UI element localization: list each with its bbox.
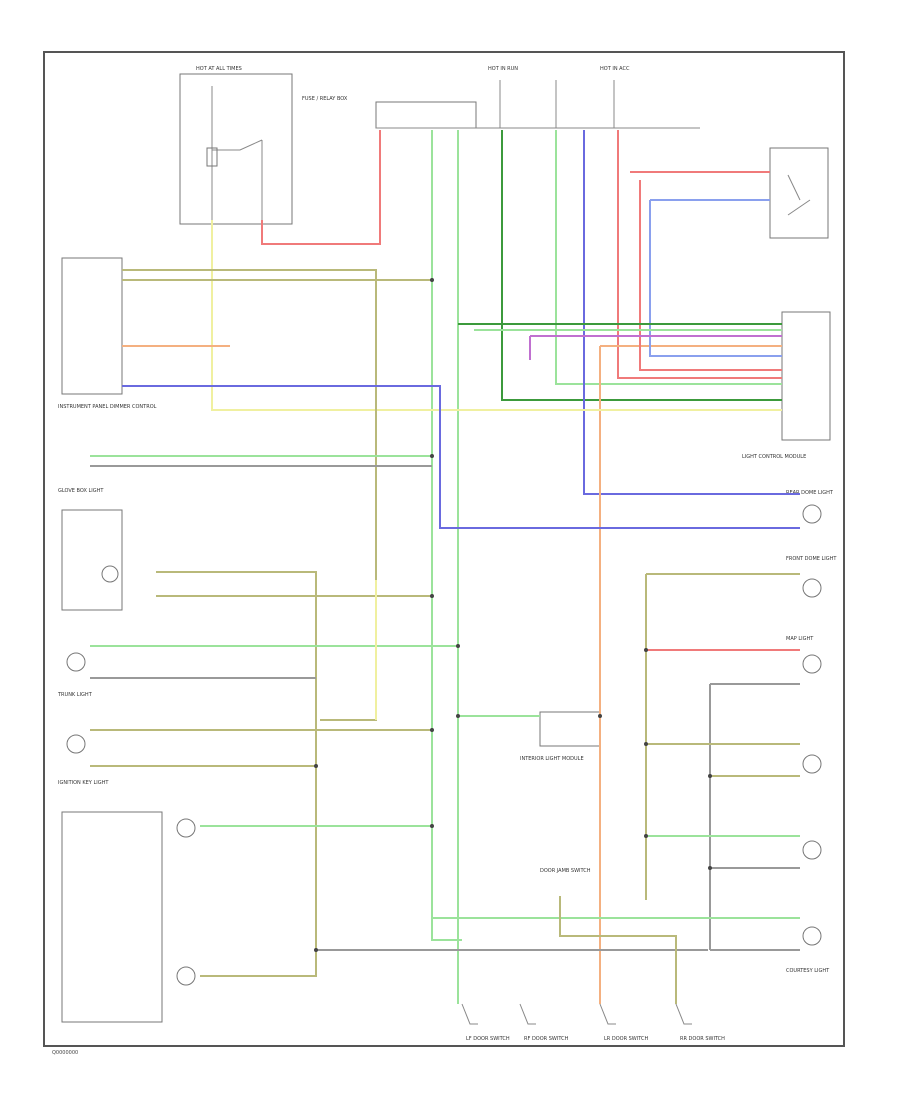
wire-gray xyxy=(709,683,800,950)
map-lamp xyxy=(802,654,822,674)
wire-olive xyxy=(122,269,377,721)
interior-light-module xyxy=(539,711,601,747)
label-glove-box-light: GLOVE BOX LIGHT xyxy=(58,488,104,494)
wire-blue xyxy=(122,385,800,529)
label-fuse-relay-box: FUSE / RELAY BOX xyxy=(302,96,348,102)
lr-door-switch xyxy=(599,1003,616,1025)
label-trunk-light: TRUNK LIGHT xyxy=(57,692,93,698)
wire-olive xyxy=(200,950,317,977)
wire-red xyxy=(617,130,782,379)
light-control-module-box xyxy=(781,311,831,441)
wire-dark-green xyxy=(501,130,782,401)
label-front-dome-light: FRONT DOME LIGHT xyxy=(786,556,837,562)
wire-green xyxy=(555,130,782,385)
junction-dots xyxy=(314,278,712,952)
wire-blue xyxy=(583,130,800,495)
wire-yellow xyxy=(211,220,782,411)
label-rf-door-switch: RF DOOR SWITCH xyxy=(524,1036,569,1042)
diagram-frame xyxy=(43,51,845,1047)
rf-door-switch xyxy=(519,1003,536,1025)
footer-label: Q0000000 xyxy=(52,1050,78,1056)
fuse-box-outline xyxy=(179,73,293,225)
wire-red xyxy=(261,130,381,245)
label-rr-door-switch: RR DOOR SWITCH xyxy=(680,1036,725,1042)
wire-red xyxy=(639,180,782,371)
label-lr-door-switch: LR DOOR SWITCH xyxy=(604,1036,648,1042)
rear-dome-lamp xyxy=(802,504,822,524)
label-hot-at-all-times: HOT AT ALL TIMES xyxy=(196,66,242,72)
dimmer-control-box xyxy=(61,257,123,395)
label-dimmer-control: INSTRUMENT PANEL DIMMER CONTROL xyxy=(58,404,157,410)
label-courtesy-light: COURTESY LIGHT xyxy=(786,968,830,974)
wire-olive xyxy=(559,896,677,1004)
label-hot-in-acc: HOT IN ACC xyxy=(600,66,630,72)
lf-door-switch xyxy=(461,1003,478,1025)
label-lf-door-switch: LF DOOR SWITCH xyxy=(466,1036,510,1042)
top-connector xyxy=(375,101,477,129)
label-interior-light-module: INTERIOR LIGHT MODULE xyxy=(520,756,584,762)
label-ignition-key-light: IGNITION KEY LIGHT xyxy=(58,780,109,786)
label-rear-dome-light: REAR DOME LIGHT xyxy=(786,490,834,496)
glove-box-light-box xyxy=(61,509,123,611)
label-hot-in-run: HOT IN RUN xyxy=(488,66,518,72)
lower-left-module xyxy=(61,811,163,1023)
ignition-key-lamp xyxy=(66,734,86,754)
wire-green xyxy=(431,130,462,941)
wire-olive xyxy=(645,573,800,900)
wire-light-blue xyxy=(649,199,782,357)
wires xyxy=(90,130,800,1004)
rear-light-switch xyxy=(769,147,829,239)
label-light-control-module: LIGHT CONTROL MODULE xyxy=(742,454,806,460)
label-map-light: MAP LIGHT xyxy=(786,636,814,642)
courtesy-lamp xyxy=(802,926,822,946)
rr-door-switch xyxy=(675,1003,692,1025)
trunk-light-lamp xyxy=(66,652,86,672)
label-door-jamb-switch: DOOR JAMB SWITCH xyxy=(540,868,591,874)
front-dome-lamp xyxy=(802,578,822,598)
wire-olive xyxy=(156,571,317,960)
